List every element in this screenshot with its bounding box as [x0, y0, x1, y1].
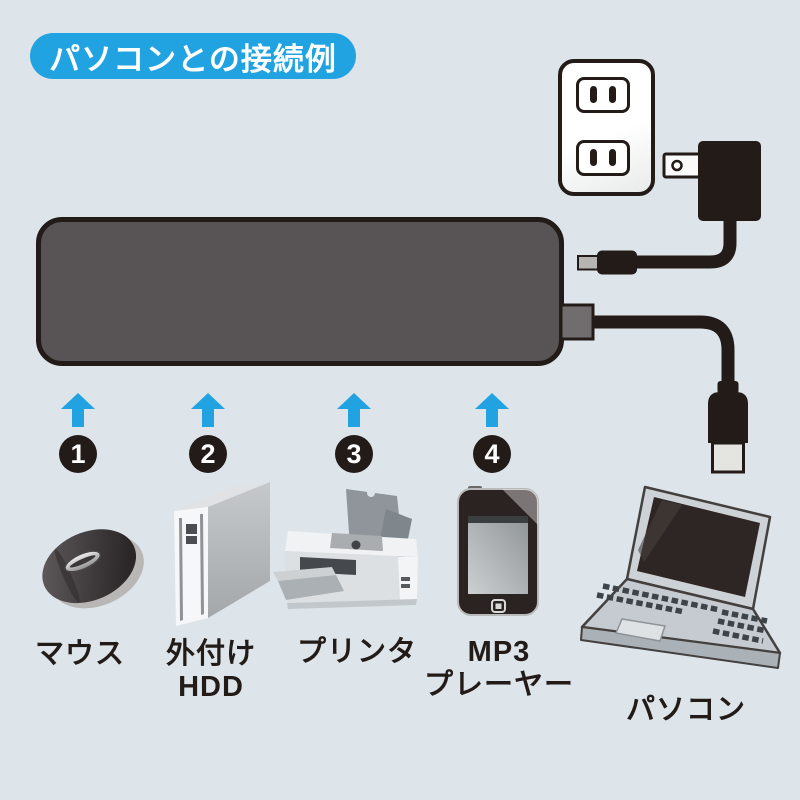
label-mouse-line: マウス [34, 638, 126, 670]
up-arrow-icon [337, 393, 371, 427]
usb-cable [559, 303, 735, 385]
up-arrow-icon [191, 393, 225, 427]
outlet-slot [609, 149, 616, 166]
label-printer-line: プリンタ [296, 636, 418, 668]
usb-hub-icon [36, 217, 564, 366]
label-pc: パソコン [626, 694, 746, 727]
power-cable [636, 219, 737, 269]
title-text: パソコンとの接続例 [49, 41, 337, 77]
label-external-hdd: 外付け HDD [166, 638, 256, 704]
port-number-badge: 2 [189, 435, 227, 473]
label-pc-line: パソコン [625, 694, 747, 726]
mp3-player-icon [457, 486, 539, 616]
printer-icon [273, 489, 418, 609]
label-printer: プリンタ [297, 636, 417, 669]
up-arrow-icon [61, 393, 95, 427]
label-hdd-line2: HDD [178, 671, 244, 703]
outlet-slot [590, 86, 597, 103]
port-number-badge: 4 [473, 435, 511, 473]
label-mp3-player: MP3 プレーヤー [424, 636, 574, 702]
outlet-slot [609, 86, 616, 103]
mini-usb-plug-icon [577, 250, 637, 275]
label-hdd-line1: 外付け [165, 638, 257, 670]
laptop-icon [580, 485, 782, 669]
label-mouse: マウス [35, 638, 125, 671]
outlet-socket [576, 77, 630, 113]
wall-outlet-icon [558, 59, 655, 196]
port-number-badge: 3 [335, 435, 373, 473]
up-arrow-icon [475, 393, 509, 427]
external-hdd-icon [174, 482, 270, 626]
ac-adapter-icon [662, 141, 761, 221]
outlet-socket [576, 140, 630, 176]
outlet-slot [590, 149, 597, 166]
title-banner: パソコンとの接続例 [30, 33, 356, 79]
label-mp3-line2: プレーヤー [423, 669, 575, 701]
usb-a-plug-icon [708, 381, 748, 474]
label-mp3-line1: MP3 [467, 636, 531, 668]
port-number-badge: 1 [59, 435, 97, 473]
mouse-icon [42, 529, 144, 609]
